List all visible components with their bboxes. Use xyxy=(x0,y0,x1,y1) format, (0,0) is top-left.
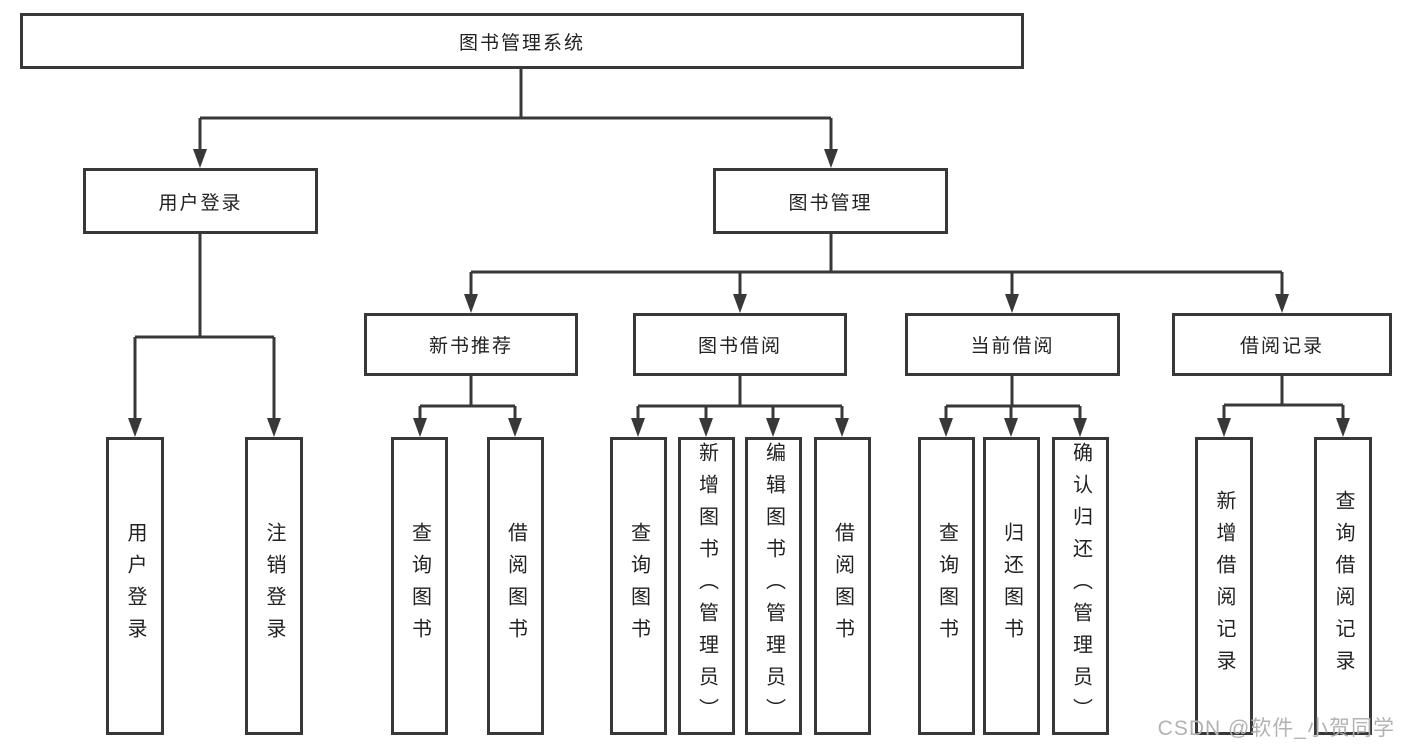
leaf-logout: 注销登录 xyxy=(245,437,303,735)
leaf-borrowing-edit-books-admin: 编辑图书（管理员） xyxy=(745,437,802,735)
leaf-current-query-books: 查询图书 xyxy=(918,437,975,735)
leaf-current-return-books-label: 归还图书 xyxy=(1000,522,1023,650)
leaf-newbooks-borrow-books: 借阅图书 xyxy=(487,437,544,735)
node-user-login: 用户登录 xyxy=(83,168,318,234)
arrowheads xyxy=(128,149,1350,437)
leaf-records-add-borrow-record-label: 新增借阅记录 xyxy=(1213,490,1235,682)
node-user-login-label: 用户登录 xyxy=(158,192,243,214)
node-current-borrowing-label: 当前借阅 xyxy=(970,336,1055,357)
leaf-current-confirm-return-admin-label: 确认归还（管理员） xyxy=(1069,442,1092,730)
leaf-newbooks-query-books: 查询图书 xyxy=(391,437,448,735)
leaf-borrowing-query-books: 查询图书 xyxy=(610,437,667,735)
node-book-management-label: 图书管理 xyxy=(788,192,873,214)
leaf-borrowing-add-books-admin: 新增图书（管理员） xyxy=(678,437,735,735)
leaf-logout-label: 注销登录 xyxy=(263,522,285,650)
node-book-borrowing-label: 图书借阅 xyxy=(697,336,782,357)
node-root-library-system: 图书管理系统 xyxy=(20,13,1024,69)
leaf-borrowing-edit-books-admin-label: 编辑图书（管理员） xyxy=(762,442,785,730)
leaf-current-return-books: 归还图书 xyxy=(983,437,1040,735)
node-new-book-recommend: 新书推荐 xyxy=(364,313,578,376)
node-root-label: 图书管理系统 xyxy=(458,32,585,54)
node-book-management: 图书管理 xyxy=(713,168,948,234)
node-current-borrowing: 当前借阅 xyxy=(905,313,1120,376)
leaf-current-confirm-return-admin: 确认归还（管理员） xyxy=(1052,437,1109,735)
leaf-borrowing-borrow-books: 借阅图书 xyxy=(814,437,871,735)
leaf-user-login: 用户登录 xyxy=(106,437,164,735)
csdn-watermark: CSDN @软件_小贺同学 xyxy=(1157,717,1395,740)
leaf-newbooks-borrow-books-label: 借阅图书 xyxy=(504,522,527,650)
leaf-records-query-borrow-record-label: 查询借阅记录 xyxy=(1332,490,1354,682)
leaf-user-login-label: 用户登录 xyxy=(124,522,146,650)
leaf-current-query-books-label: 查询图书 xyxy=(935,522,958,650)
node-borrow-records-label: 借阅记录 xyxy=(1239,336,1324,357)
leaf-newbooks-query-books-label: 查询图书 xyxy=(408,522,431,650)
leaf-borrowing-add-books-admin-label: 新增图书（管理员） xyxy=(695,442,718,730)
node-book-borrowing: 图书借阅 xyxy=(633,313,847,376)
node-borrow-records: 借阅记录 xyxy=(1172,313,1392,376)
leaf-records-query-borrow-record: 查询借阅记录 xyxy=(1314,437,1372,735)
leaf-borrowing-borrow-books-label: 借阅图书 xyxy=(831,522,854,650)
node-new-book-recommend-label: 新书推荐 xyxy=(428,336,513,357)
leaf-records-add-borrow-record: 新增借阅记录 xyxy=(1195,437,1253,735)
leaf-borrowing-query-books-label: 查询图书 xyxy=(627,522,650,650)
